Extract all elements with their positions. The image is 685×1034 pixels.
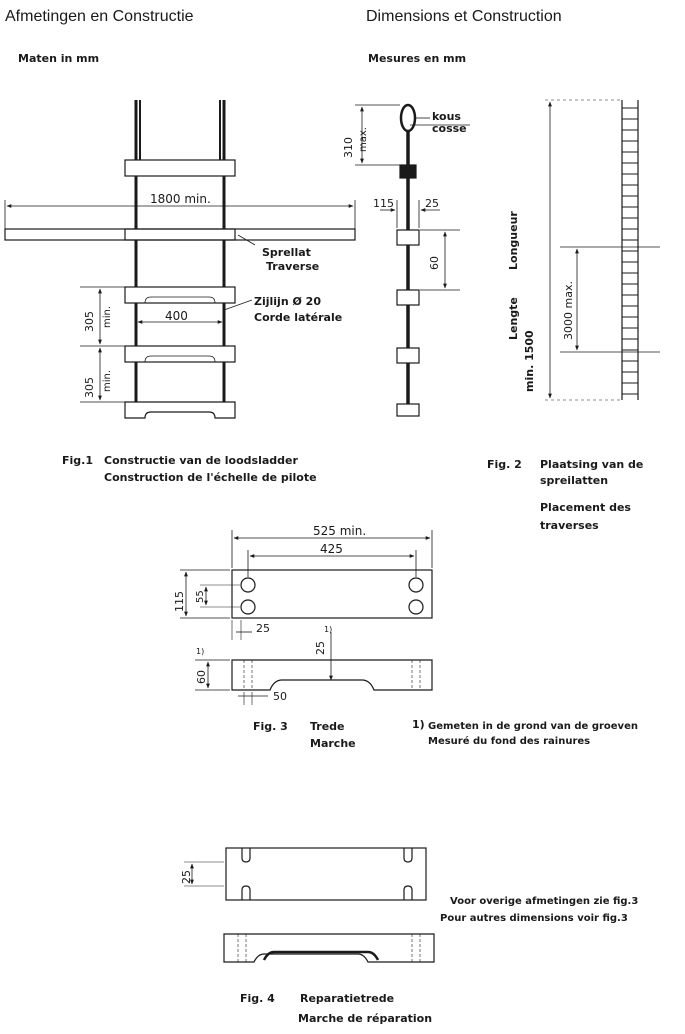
fig3-height-mark: 1) xyxy=(196,647,204,656)
side-top-max: max. xyxy=(358,127,369,152)
fig4-note-nl: Voor overige afmetingen zie fig.3 xyxy=(450,896,639,907)
fig4-caption-nl: Reparatietrede xyxy=(300,992,395,1005)
fig1-caption-label: Fig.1 xyxy=(62,454,93,467)
fig3-step-drawing xyxy=(180,530,433,705)
side-step-depth: 115 xyxy=(373,197,394,210)
ladder-side-view xyxy=(355,103,470,417)
fig1-rope-fr: Corde latérale xyxy=(254,311,342,324)
fig3-caption-label: Fig. 3 xyxy=(253,720,288,733)
fig2-caption-label: Fig. 2 xyxy=(487,458,522,471)
fig2-spacing: 3000 max. xyxy=(562,281,575,340)
fig1-step xyxy=(124,345,236,363)
fig2-caption-nl-2: spreilatten xyxy=(540,474,609,487)
hole-icon xyxy=(240,577,256,593)
hole-icon xyxy=(408,577,424,593)
fig3-step-plan xyxy=(231,569,433,619)
fig3-hole-spacing: 425 xyxy=(320,542,343,556)
fig3-height: 60 xyxy=(195,670,208,684)
fig1-caption-nl: Constructie van de loodsladder xyxy=(104,454,298,467)
fig1-width-label: 1800 min. xyxy=(150,192,211,206)
fig1-traverse-nl: Sprellat xyxy=(262,246,311,259)
fig3-caption-nl: Trede xyxy=(310,720,345,733)
fig3-caption-fr: Marche xyxy=(310,737,356,750)
fig1-spacing-2-min: min. xyxy=(102,370,113,392)
page-title-fr: Dimensions et Construction xyxy=(366,8,562,25)
side-step-height: 60 xyxy=(428,256,441,270)
units-label-fr: Mesures en mm xyxy=(368,52,467,65)
hole-icon xyxy=(408,599,424,615)
fig3-note-fr: Mesuré du fond des rainures xyxy=(428,736,591,747)
fig2-caption-fr-2: traverses xyxy=(540,519,599,532)
fig1-step xyxy=(124,159,236,177)
fig2-spreader-placement xyxy=(545,99,660,401)
fig4-caption-fr: Marche de réparation xyxy=(298,1012,433,1025)
fig2-caption-fr-1: Placement des xyxy=(540,501,631,514)
fig2-length-nl: Lengte xyxy=(507,297,520,340)
fig3-note-nl: Gemeten in de grond van de groeven xyxy=(428,721,638,732)
fig3-overall: 525 min. xyxy=(313,524,366,538)
fig1-spacing-1-min: min. xyxy=(102,306,113,328)
fig4-caption-label: Fig. 4 xyxy=(240,992,275,1005)
fig1-traverse-fr: Traverse xyxy=(266,260,319,273)
side-top-length: 310 xyxy=(342,137,355,158)
fig1-ladder-front-view xyxy=(4,100,356,419)
fig2-length-min: min. 1500 xyxy=(523,330,536,392)
fig1-rope-nl: Zijlijn Ø 20 xyxy=(254,295,321,308)
fig3-groove-mark: 1) xyxy=(324,625,332,634)
fig2-caption-nl-1: Plaatsing van de xyxy=(540,458,644,471)
fig1-step xyxy=(124,286,236,304)
fig4-note-fr: Pour autres dimensions voir fig.3 xyxy=(440,913,628,924)
fig1-spacing-1: 305 xyxy=(83,311,96,332)
fig3-depth: 115 xyxy=(173,591,186,612)
fig4-step-plan xyxy=(225,847,427,901)
fig1-bottom-step xyxy=(124,401,236,419)
page-title-nl: Afmetingen en Constructie xyxy=(5,8,194,25)
hole-icon xyxy=(240,599,256,615)
fig3-note-mark: 1) xyxy=(412,718,425,731)
side-thimble-fr: cosse xyxy=(432,122,467,135)
fig2-length-fr: Longueur xyxy=(507,211,520,270)
fig1-step-width: 400 xyxy=(165,309,188,323)
fig4-step-elevation xyxy=(223,933,435,963)
fig3-step-elevation xyxy=(231,659,433,691)
fig1-caption-fr: Construction de l'échelle de pilote xyxy=(104,471,317,484)
thimble-icon xyxy=(399,103,417,133)
fig3-groove: 25 xyxy=(314,641,327,655)
fig3-slot: 50 xyxy=(273,690,287,703)
fig4-slot: 25 xyxy=(180,870,193,884)
fig3-edge: 25 xyxy=(256,622,270,635)
side-thimble-nl: kous xyxy=(432,110,461,123)
side-step-gap: 25 xyxy=(425,197,439,210)
fig1-spreader-bar xyxy=(4,228,356,241)
fig4-repair-step-drawing xyxy=(184,847,435,963)
fig3-hole-offset: 55 xyxy=(195,590,206,603)
units-label-nl: Maten in mm xyxy=(18,52,100,65)
fig1-spacing-2: 305 xyxy=(83,377,96,398)
